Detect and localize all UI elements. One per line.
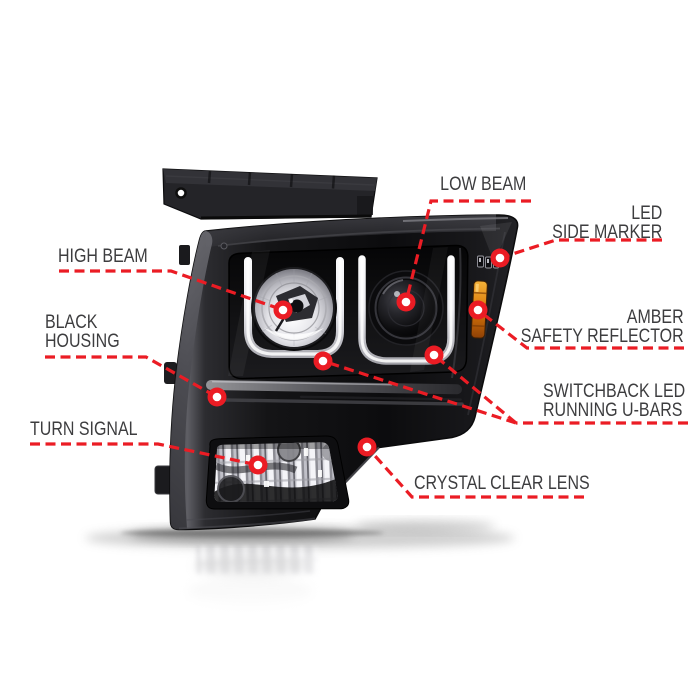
side-tab <box>179 245 190 265</box>
callout-text: SIDE MARKER <box>551 220 662 243</box>
callout-label-crystal-clear-lens: CRYSTAL CLEAR LENS <box>414 474 590 493</box>
callout-text: AMBER <box>627 306 684 328</box>
callout-dot-ubar-right <box>424 345 444 365</box>
callout-label-high-beam: HIGH BEAM <box>58 247 148 266</box>
callout-dot-turn-signal <box>248 455 268 475</box>
callout-text: TURN SIGNAL <box>30 418 138 440</box>
leader-turn-signal <box>30 442 259 467</box>
leader-black-housing <box>45 355 218 399</box>
callout-text: HOUSING <box>45 329 120 352</box>
high-beam-reflector <box>251 265 337 351</box>
callout-text: BLACK <box>45 311 98 333</box>
led-u-bar-right <box>358 255 455 365</box>
callout-dot-high-beam <box>273 300 293 320</box>
leader-high-beam <box>59 269 284 312</box>
adjuster-screw <box>220 242 228 250</box>
leader-amber-safety-reflector <box>477 308 684 350</box>
callout-text: RUNNING U-BARS <box>543 398 683 421</box>
callout-dot-amber-safety-reflector <box>468 300 488 320</box>
led-u-bar-left <box>244 257 344 358</box>
callout-dot-ubar-left <box>313 351 333 371</box>
callout-dot-low-beam <box>396 292 416 312</box>
bracket-bolt-hole <box>175 187 187 199</box>
callout-text: LED <box>630 202 662 224</box>
callout-label-low-beam: LOW BEAM <box>440 173 527 195</box>
callout-text: SWITCHBACK LED <box>543 380 686 402</box>
callout-dot-black-housing <box>207 387 227 407</box>
leader-crystal-clear-lens <box>365 445 584 499</box>
callout-label-black-housing: BLACK HOUSING <box>45 313 120 350</box>
leader-switchback-right-ubar <box>432 353 518 425</box>
callout-dots <box>207 248 510 475</box>
leader-switchback-left-ubar <box>322 359 517 425</box>
callout-dot-crystal-clear-lens <box>357 437 377 457</box>
callout-label-amber-safety-reflector: AMBER SAFETY REFLECTOR <box>521 308 684 345</box>
callout-leader-lines <box>30 199 688 499</box>
leader-led-side-marker <box>499 238 662 260</box>
callout-dot-led-side-marker <box>490 248 510 268</box>
callout-label-led-side-marker: LED SIDE MARKER <box>552 204 662 241</box>
lens-side-band <box>169 231 213 530</box>
mounting-bracket <box>162 168 378 220</box>
turn-signal-lamp <box>205 435 350 510</box>
callout-text: CRYSTAL CLEAR LENS <box>414 472 590 494</box>
callout-text: LOW BEAM <box>440 173 527 195</box>
callout-label-turn-signal: TURN SIGNAL <box>30 420 138 439</box>
callout-text: HIGH BEAM <box>58 245 148 267</box>
leader-low-beam <box>404 199 531 303</box>
callout-label-switchback-led-running-u-bars: SWITCHBACK LED RUNNING U-BARS <box>543 382 685 419</box>
callout-text: SAFETY REFLECTOR <box>521 324 684 347</box>
floor-reflection <box>140 542 430 642</box>
lens-reflections <box>228 222 512 376</box>
